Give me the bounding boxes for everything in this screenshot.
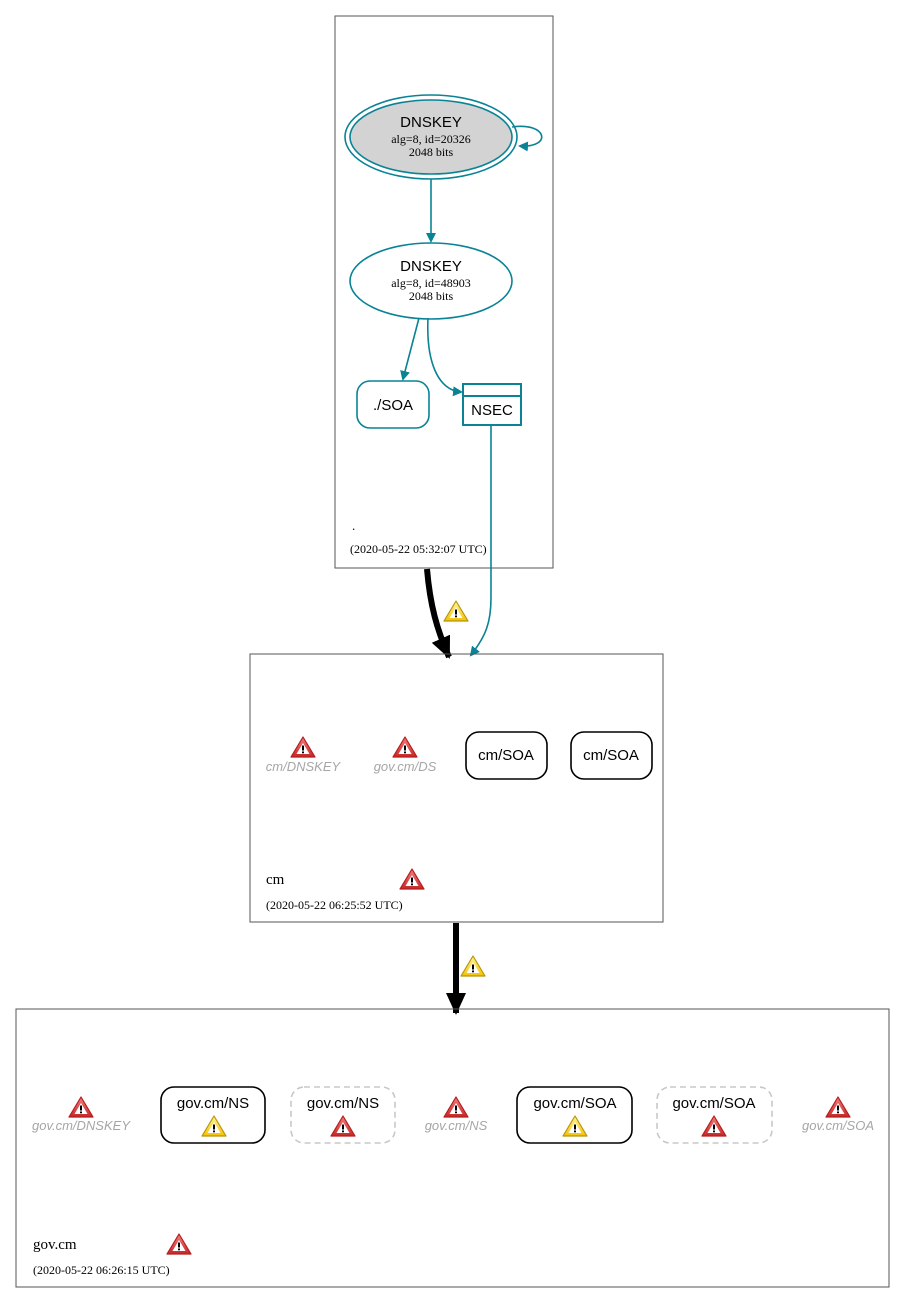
govcm-ns-node-2[interactable]: gov.cm/NS bbox=[290, 1086, 396, 1144]
nsec-label: NSEC bbox=[471, 402, 513, 419]
root-soa-node[interactable]: ./SOA bbox=[356, 380, 430, 429]
zone-root-timestamp: (2020-05-22 05:32:07 UTC) bbox=[350, 542, 487, 556]
ksk-bits: 2048 bits bbox=[409, 145, 454, 159]
ksk-title: DNSKEY bbox=[400, 114, 462, 131]
zone-cm-timestamp: (2020-05-22 06:25:52 UTC) bbox=[266, 898, 403, 912]
zsk-to-soa-edge bbox=[400, 317, 420, 381]
zone-cm: cm (2020-05-22 06:25:52 UTC) cm/DNSKEY g… bbox=[249, 653, 664, 923]
root-soa-label: ./SOA bbox=[373, 397, 413, 414]
govcm-soa-node-1[interactable]: gov.cm/SOA bbox=[516, 1086, 633, 1144]
govcm-ns-label-2: gov.cm/NS bbox=[307, 1095, 379, 1112]
govcm-soa-node-2[interactable]: gov.cm/SOA bbox=[656, 1086, 773, 1144]
zone-cm-name: cm bbox=[266, 872, 285, 888]
zone-govcm-name: gov.cm bbox=[33, 1237, 77, 1253]
govcm-soa-label-1: gov.cm/SOA bbox=[533, 1095, 616, 1112]
govcm-dnskey-missing-node[interactable]: gov.cm/DNSKEY bbox=[32, 1096, 131, 1133]
govcm-soa-missing-error-icon bbox=[825, 1096, 851, 1118]
cm-soa-node-2[interactable]: cm/SOA bbox=[570, 731, 653, 780]
govcm-ns-missing-error-icon bbox=[443, 1096, 469, 1118]
zsk-dnskey-node[interactable]: DNSKEY alg=8, id=48903 2048 bits bbox=[349, 242, 513, 320]
govcm-ns-node-1[interactable]: gov.cm/NS bbox=[160, 1086, 266, 1144]
ksk-self-signature-edge bbox=[511, 125, 543, 152]
cm-soa-label-2: cm/SOA bbox=[583, 747, 639, 764]
zone-govcm: gov.cm (2020-05-22 06:26:15 UTC) gov.cm/… bbox=[15, 1008, 890, 1288]
ksk-dnskey-node[interactable]: DNSKEY alg=8, id=20326 2048 bits bbox=[344, 94, 518, 180]
zsk-alg-id: alg=8, id=48903 bbox=[391, 276, 471, 290]
govcm-ns-missing-label: gov.cm/NS bbox=[425, 1118, 488, 1133]
root-to-cm-delegation-edge bbox=[424, 568, 452, 659]
cm-dnskey-label: cm/DNSKEY bbox=[266, 759, 342, 774]
gov-cm-ds-label: gov.cm/DS bbox=[374, 759, 437, 774]
nsec-node[interactable]: NSEC bbox=[462, 383, 522, 426]
zone-govcm-timestamp: (2020-05-22 06:26:15 UTC) bbox=[33, 1263, 170, 1277]
cm-soa-label-1: cm/SOA bbox=[478, 747, 534, 764]
zone-govcm-error-icon[interactable] bbox=[166, 1233, 192, 1255]
govcm-soa-missing-node[interactable]: gov.cm/SOA bbox=[802, 1096, 874, 1133]
zone-govcm-box bbox=[15, 1008, 890, 1288]
zone-root-name: . bbox=[352, 518, 355, 533]
delegation-root-cm-warning-icon[interactable] bbox=[443, 600, 469, 622]
govcm-soa-label-2: gov.cm/SOA bbox=[672, 1095, 755, 1112]
cm-dnskey-error-icon bbox=[290, 736, 316, 758]
govcm-ns-label-1: gov.cm/NS bbox=[177, 1095, 249, 1112]
zsk-bits: 2048 bits bbox=[409, 289, 454, 303]
nsec-to-cm-edge bbox=[469, 426, 492, 657]
zone-cm-box bbox=[249, 653, 664, 923]
govcm-dnskey-label: gov.cm/DNSKEY bbox=[32, 1118, 131, 1133]
zsk-title: DNSKEY bbox=[400, 258, 462, 275]
zone-root: . (2020-05-22 05:32:07 UTC) DNSKEY alg=8… bbox=[334, 15, 554, 569]
govcm-ns-missing-node[interactable]: gov.cm/NS bbox=[425, 1096, 488, 1133]
gov-cm-ds-error-icon bbox=[392, 736, 418, 758]
cm-soa-node-1[interactable]: cm/SOA bbox=[465, 731, 548, 780]
cm-dnskey-missing-node[interactable]: cm/DNSKEY bbox=[266, 736, 342, 774]
ksk-alg-id: alg=8, id=20326 bbox=[391, 132, 471, 146]
govcm-soa-missing-label: gov.cm/SOA bbox=[802, 1118, 874, 1133]
zone-cm-error-icon[interactable] bbox=[399, 868, 425, 890]
govcm-dnskey-error-icon bbox=[68, 1096, 94, 1118]
gov-cm-ds-missing-node[interactable]: gov.cm/DS bbox=[374, 736, 437, 774]
delegation-cm-govcm-warning-icon[interactable] bbox=[460, 955, 486, 977]
zone-root-box bbox=[334, 15, 554, 569]
zsk-to-nsec-edge bbox=[427, 317, 463, 397]
